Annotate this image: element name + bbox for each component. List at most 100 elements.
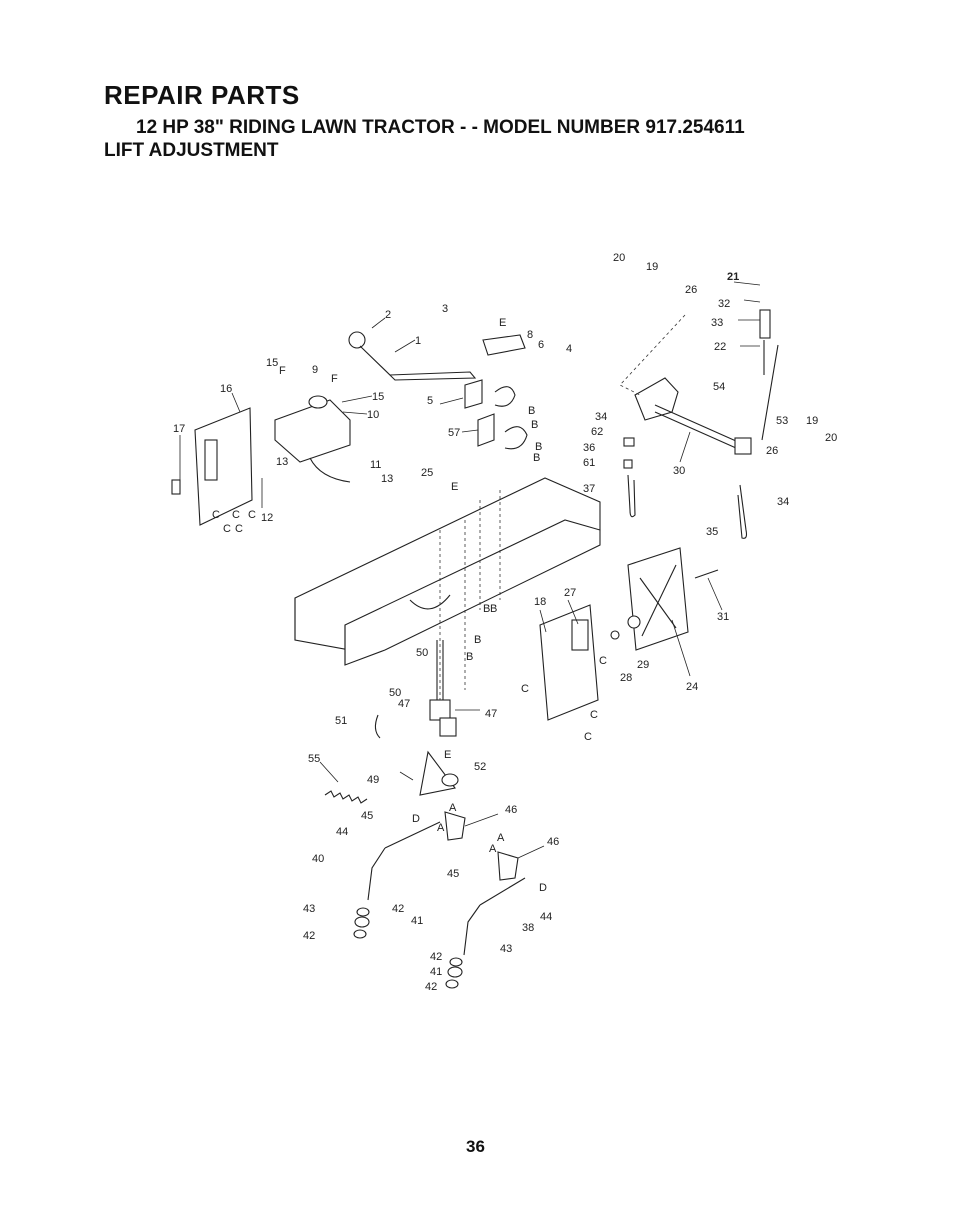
- part-callout-15: 15: [372, 391, 384, 403]
- part-callout-53: 53: [776, 415, 788, 427]
- part-callout-20: 20: [825, 432, 837, 444]
- connector-letter-D: D: [412, 813, 420, 825]
- part-callout-8: 8: [527, 329, 533, 341]
- connector-letter-E: E: [444, 749, 451, 761]
- section-title: LIFT ADJUSTMENT: [104, 140, 279, 161]
- part-callout-52: 52: [474, 761, 486, 773]
- right-adjuster: [445, 845, 545, 989]
- part-callout-6: 6: [538, 339, 544, 351]
- part-callout-44: 44: [336, 826, 348, 838]
- part-callout-17: 17: [173, 423, 185, 435]
- part-callout-49: 49: [367, 774, 379, 786]
- part-callout-40: 40: [312, 853, 324, 865]
- lift-links: [623, 437, 748, 539]
- part-callout-21: 21: [727, 271, 739, 283]
- part-callout-55: 55: [308, 753, 320, 765]
- part-callout-45: 45: [447, 868, 459, 880]
- part-callout-54: 54: [713, 381, 725, 393]
- lift-shaft: [619, 314, 752, 463]
- connector-letter-C: C: [232, 509, 240, 521]
- connector-letter-A: A: [497, 832, 505, 844]
- connector-letter-E: E: [451, 481, 458, 493]
- part-callout-27: 27: [564, 587, 576, 599]
- part-callout-47: 47: [485, 708, 497, 720]
- connector-letter-B: B: [483, 603, 490, 615]
- part-callout-1: 1: [415, 335, 421, 347]
- side-plate: [539, 599, 599, 721]
- part-callout-43: 43: [500, 943, 512, 955]
- connector-letter-D: D: [539, 882, 547, 894]
- connector-letter-C: C: [248, 509, 256, 521]
- connector-letters: E F F E B B B B B B B B C C C C C C C C …: [212, 317, 607, 894]
- page-heading: REPAIR PARTS: [104, 80, 300, 110]
- part-callout-31: 31: [717, 611, 729, 623]
- connector-letter-A: A: [489, 843, 497, 855]
- part-callout-57: 57: [448, 427, 460, 439]
- part-callout-43: 43: [303, 903, 315, 915]
- part-callout-22: 22: [714, 341, 726, 353]
- part-callout-26: 26: [766, 445, 778, 457]
- part-callout-47: 47: [398, 698, 410, 710]
- part-callout-4: 4: [566, 343, 572, 355]
- fuel-tank: [274, 395, 373, 483]
- part-callout-61: 61: [583, 457, 595, 469]
- connector-letter-F: F: [279, 365, 286, 377]
- part-callout-15: 15: [266, 357, 278, 369]
- connector-letter-C: C: [223, 523, 231, 535]
- part-callout-18: 18: [534, 596, 546, 608]
- connector-letter-C: C: [599, 655, 607, 667]
- connector-letter-F: F: [331, 373, 338, 385]
- part-callout-29: 29: [637, 659, 649, 671]
- part-callout-13: 13: [381, 473, 393, 485]
- left-side-plate: [171, 392, 263, 526]
- connector-letter-E: E: [499, 317, 506, 329]
- part-callout-24: 24: [686, 681, 698, 693]
- part-callout-42: 42: [425, 981, 437, 993]
- part-callout-50: 50: [416, 647, 428, 659]
- part-callout-41: 41: [430, 966, 442, 978]
- connector-letter-C: C: [212, 509, 220, 521]
- part-callout-2: 2: [385, 309, 391, 321]
- part-callout-42: 42: [430, 951, 442, 963]
- connector-letter-B: B: [531, 419, 538, 431]
- part-callout-38: 38: [522, 922, 534, 934]
- part-callout-32: 32: [718, 298, 730, 310]
- part-callout-50: 50: [389, 687, 401, 699]
- connector-letter-A: A: [449, 802, 457, 814]
- connector-letter-C: C: [584, 731, 592, 743]
- callout-labels: 2 1 3 8 6 4 9 15 15 10 16 17 12 13 11 13…: [173, 252, 837, 993]
- connector-letter-B: B: [474, 634, 481, 646]
- connector-letter-B: B: [533, 452, 540, 464]
- spring-and-link: [319, 750, 459, 804]
- part-callout-13: 13: [276, 456, 288, 468]
- lower-lift-link: [374, 640, 480, 739]
- part-callout-45: 45: [361, 810, 373, 822]
- part-callout-44: 44: [540, 911, 552, 923]
- part-callout-34: 34: [777, 496, 789, 508]
- connector-letter-C: C: [521, 683, 529, 695]
- part-callout-16: 16: [220, 383, 232, 395]
- spring-assembly: [733, 281, 779, 441]
- part-callout-37: 37: [583, 483, 595, 495]
- part-callout-30: 30: [673, 465, 685, 477]
- right-mount-plate: [610, 547, 723, 677]
- part-callout-62: 62: [591, 426, 603, 438]
- part-callout-11: 11: [370, 459, 381, 471]
- part-callout-26: 26: [685, 284, 697, 296]
- part-callout-10: 10: [367, 409, 379, 421]
- part-callout-25: 25: [421, 467, 433, 479]
- part-callout-19: 19: [806, 415, 818, 427]
- part-callout-46: 46: [505, 804, 517, 816]
- model-subtitle: 12 HP 38" RIDING LAWN TRACTOR - - MODEL …: [136, 117, 745, 138]
- part-callout-42: 42: [303, 930, 315, 942]
- connector-letter-B: B: [490, 603, 497, 615]
- part-callout-19: 19: [646, 261, 658, 273]
- lift-brackets: [439, 334, 528, 450]
- connector-letter-A: A: [437, 822, 445, 834]
- connector-letter-C: C: [590, 709, 598, 721]
- part-callout-41: 41: [411, 915, 423, 927]
- part-callout-9: 9: [312, 364, 318, 376]
- connector-letter-B: B: [466, 651, 473, 663]
- part-callout-51: 51: [335, 715, 347, 727]
